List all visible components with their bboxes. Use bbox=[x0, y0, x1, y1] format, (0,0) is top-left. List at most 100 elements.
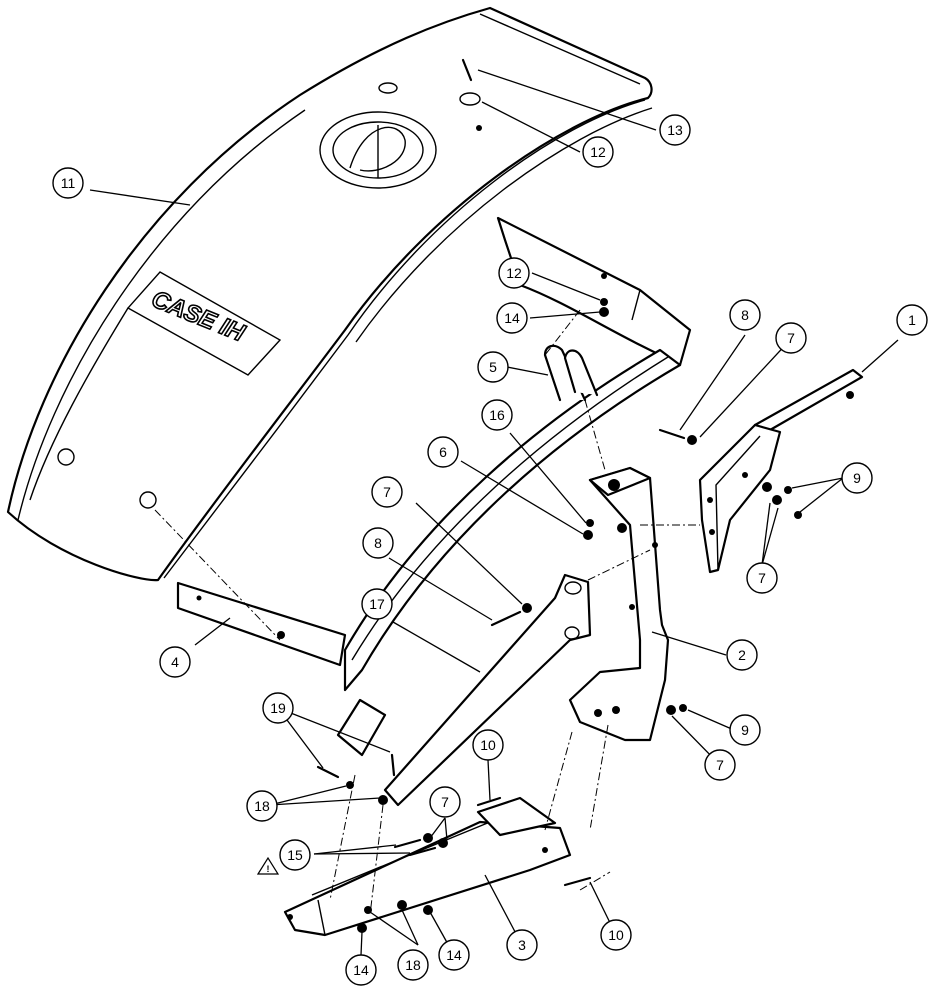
callout-number: 9 bbox=[741, 722, 749, 738]
bolt-15-a bbox=[393, 838, 422, 849]
callout-circle bbox=[438, 939, 470, 971]
callout-number: 13 bbox=[667, 122, 683, 138]
callout-circle bbox=[159, 646, 191, 678]
washer-18-a bbox=[346, 781, 354, 789]
nut-14-mid bbox=[397, 900, 407, 910]
callout-circle bbox=[582, 136, 614, 168]
callout-circle bbox=[746, 562, 778, 594]
callout-circle bbox=[841, 462, 873, 494]
bolt-10-lower bbox=[563, 876, 592, 887]
callout-c2: 2 bbox=[726, 639, 758, 671]
bolt-13-top bbox=[461, 58, 473, 82]
callout-c7d: 7 bbox=[704, 749, 736, 781]
callout-number: 10 bbox=[608, 927, 624, 943]
callout-circle bbox=[429, 786, 461, 818]
callout-c7c: 7 bbox=[746, 562, 778, 594]
callout-number: 12 bbox=[590, 144, 606, 160]
callout-number: 18 bbox=[254, 798, 270, 814]
callout-c14c: 14 bbox=[438, 939, 470, 971]
callout-number: 9 bbox=[853, 470, 861, 486]
bolt-8-lower bbox=[490, 610, 522, 627]
nut-7-right-lower bbox=[772, 495, 782, 505]
callout-number: 4 bbox=[171, 654, 179, 670]
callout-circle bbox=[729, 714, 761, 746]
callout-number: 14 bbox=[446, 947, 462, 963]
callout-c15: 15 bbox=[279, 839, 311, 871]
callout-circle bbox=[52, 167, 84, 199]
callout-c7b: 7 bbox=[371, 476, 403, 508]
callout-bubbles: 1234567777788991010111212131414141516171… bbox=[52, 114, 928, 986]
callout-c7a: 7 bbox=[775, 322, 807, 354]
callout-circle bbox=[481, 399, 513, 431]
u-bolt-part-5 bbox=[543, 344, 599, 402]
callout-c9a: 9 bbox=[841, 462, 873, 494]
brace-part-17 bbox=[383, 573, 592, 807]
nut-14-left bbox=[357, 923, 367, 933]
callout-circle bbox=[472, 729, 504, 761]
svg-text:!: ! bbox=[267, 864, 270, 874]
callout-number: 17 bbox=[369, 596, 385, 612]
nut-7-bolt-a bbox=[423, 833, 433, 843]
callout-c18b: 18 bbox=[397, 949, 429, 981]
nut-7-bolt-b bbox=[438, 838, 448, 848]
callout-number: 7 bbox=[441, 794, 449, 810]
nut-7-upper bbox=[687, 435, 697, 445]
callout-c12b: 12 bbox=[582, 136, 614, 168]
callout-number: 10 bbox=[480, 737, 496, 753]
callout-c8a: 8 bbox=[729, 299, 761, 331]
callout-c6: 6 bbox=[427, 436, 459, 468]
callout-c3: 3 bbox=[506, 929, 538, 961]
nut-9-b bbox=[794, 511, 802, 519]
callout-number: 14 bbox=[504, 310, 520, 326]
nut-7-right-upper bbox=[762, 482, 772, 492]
leader-lines bbox=[89, 69, 899, 956]
rear-strap bbox=[496, 216, 692, 367]
callout-circle bbox=[506, 929, 538, 961]
callout-c4: 4 bbox=[159, 646, 191, 678]
callout-c14b: 14 bbox=[345, 954, 377, 986]
callout-circle bbox=[397, 949, 429, 981]
callout-number: 8 bbox=[741, 307, 749, 323]
callout-number: 7 bbox=[787, 330, 795, 346]
callout-circle bbox=[600, 919, 632, 951]
callout-number: 3 bbox=[518, 937, 526, 953]
bolt-10-upper bbox=[476, 796, 502, 807]
nut-14-upper bbox=[599, 307, 609, 317]
callout-circle bbox=[729, 299, 761, 331]
callout-c13: 13 bbox=[659, 114, 691, 146]
callout-c18a: 18 bbox=[246, 790, 278, 822]
callout-c7e: 7 bbox=[429, 786, 461, 818]
fasteners bbox=[316, 307, 802, 933]
callout-c12a: 12 bbox=[498, 257, 530, 289]
callout-c10b: 10 bbox=[600, 919, 632, 951]
lower-support-arm-part-3 bbox=[283, 796, 572, 937]
callout-circle bbox=[246, 790, 278, 822]
callout-number: 11 bbox=[61, 175, 76, 191]
callout-number: 8 bbox=[374, 535, 382, 551]
callout-number: 19 bbox=[270, 700, 286, 716]
callout-number: 5 bbox=[489, 359, 497, 375]
callout-circle bbox=[659, 114, 691, 146]
bolt-19-upper bbox=[390, 753, 396, 777]
callout-c8b: 8 bbox=[362, 527, 394, 559]
nut-9-lower bbox=[679, 704, 687, 712]
bolt-19-lower bbox=[316, 765, 340, 779]
callout-circle bbox=[361, 588, 393, 620]
callout-number: 6 bbox=[439, 444, 447, 460]
callout-c1: 1 bbox=[896, 304, 928, 336]
callout-number: 15 bbox=[287, 847, 303, 863]
callout-circle bbox=[477, 351, 509, 383]
warning-triangle-icon: ! bbox=[256, 856, 280, 875]
assembly-centerlines bbox=[154, 309, 700, 916]
callout-circle bbox=[279, 839, 311, 871]
washer-18-b bbox=[378, 795, 388, 805]
callout-number: 1 bbox=[908, 312, 916, 328]
fender-part-11: CASE IH bbox=[6, 6, 653, 582]
callout-circle bbox=[726, 639, 758, 671]
callout-c10a: 10 bbox=[472, 729, 504, 761]
callout-circle bbox=[775, 322, 807, 354]
washer-12-top bbox=[459, 92, 481, 106]
callout-circle bbox=[371, 476, 403, 508]
callout-c11: 11 bbox=[52, 167, 84, 199]
